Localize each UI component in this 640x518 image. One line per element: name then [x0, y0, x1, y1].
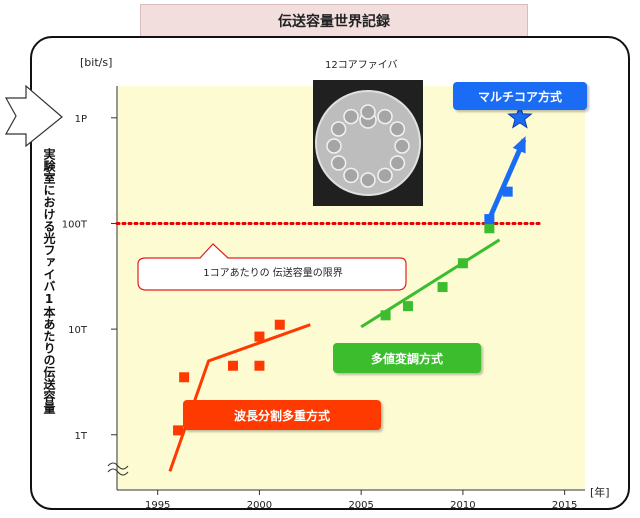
multicore-data-point: [502, 186, 513, 197]
multicore-trend-arrowhead: [512, 136, 526, 154]
x-unit-label: [年]: [590, 486, 610, 499]
x-tick-label: 2010: [450, 500, 475, 511]
fiber-core: [343, 167, 359, 184]
page-title: 伝送容量世界記録: [140, 4, 528, 38]
y-axis-title: 実験室における光ファイバ1本あたりの伝送容量: [42, 148, 56, 414]
wdm-data-point: [173, 425, 184, 436]
wdm-data-point: [274, 319, 285, 330]
y-tick-label: 100T: [62, 219, 88, 230]
chart-frame: [30, 36, 630, 510]
fiber-core: [377, 108, 393, 125]
fiber-core: [330, 155, 347, 171]
limit-callout: 1コアあたりの 伝送容量の限界: [203, 267, 343, 279]
wdm-data-point: [254, 360, 265, 371]
fiber-core: [394, 138, 410, 154]
multicore-tag: マルチコア方式: [453, 82, 587, 110]
fiber-core: [360, 104, 376, 120]
fiber-core: [326, 138, 342, 154]
y-unit-label: [bit/s]: [80, 56, 113, 69]
multicore-data-point: [484, 214, 495, 225]
multilevel-data-point: [457, 258, 468, 269]
y-tick-label: 1T: [75, 431, 88, 442]
wdm-data-point: [227, 360, 238, 371]
axis-break-mark: [107, 462, 129, 476]
fiber-cross-section-image: [313, 80, 423, 206]
multilevel-data-point: [380, 310, 391, 321]
multilevel-data-point: [402, 301, 413, 312]
x-tick-label: 2005: [348, 500, 373, 511]
y-tick-label: 1P: [75, 114, 87, 125]
fiber-core: [330, 121, 347, 137]
multilevel-data-point: [437, 282, 448, 293]
multicore-trend-line: [485, 138, 527, 225]
fiber-image-svg: [315, 90, 421, 196]
fiber-core: [360, 172, 376, 188]
fiber-core: [377, 167, 393, 184]
x-tick-label: 2000: [247, 500, 272, 511]
fiber-core: [343, 108, 359, 125]
wdm-tag: 波長分割多重方式: [183, 400, 381, 430]
y-tick-label: 10T: [68, 325, 88, 336]
fiber-core: [389, 155, 406, 171]
multilevel-tag: 多値変調方式: [333, 343, 481, 373]
x-tick-label: 2015: [552, 500, 577, 511]
record-star-icon: [507, 104, 533, 129]
multilevel-data-point: [484, 223, 495, 234]
wdm-data-point: [254, 331, 265, 342]
fiber-label: 12コアファイバ: [325, 60, 398, 71]
wdm-data-point: [179, 372, 190, 383]
x-tick-label: 1995: [145, 500, 170, 511]
fiber-core: [389, 121, 406, 137]
